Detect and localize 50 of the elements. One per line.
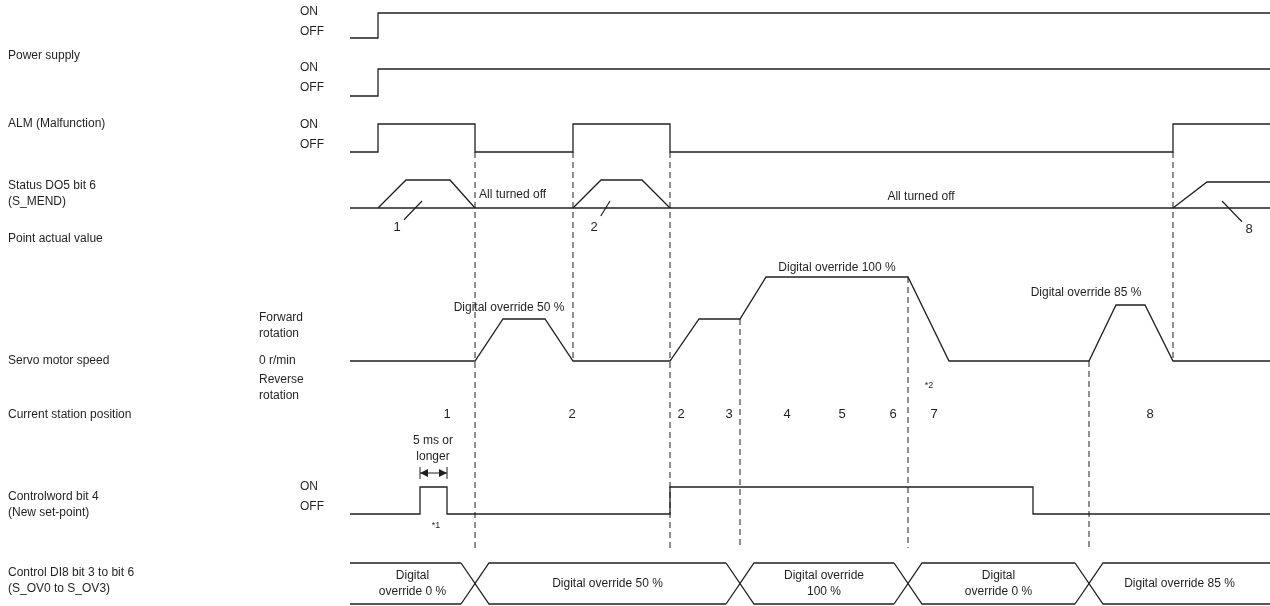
- leader-line: [1221, 200, 1243, 223]
- level-label: ON: [300, 117, 319, 133]
- callout-number: 8: [1244, 220, 1254, 238]
- axis-label: 0 r/min: [259, 353, 297, 369]
- trapezoid-pulse: [377, 179, 476, 209]
- callout-number: 2: [589, 218, 599, 236]
- bus-state-segment: Digital override 0 %: [908, 563, 1089, 604]
- signal-name: Servo motor speed: [8, 353, 111, 369]
- leader-line: [403, 200, 423, 221]
- trapezoid-pulse: [1172, 181, 1270, 209]
- station-number: 2: [568, 405, 576, 423]
- station-number: 1: [443, 405, 451, 423]
- annotation-text: All turned off: [887, 189, 955, 205]
- signal-name: Power supply: [8, 48, 82, 64]
- station-number: 2: [677, 405, 685, 423]
- bus-state-segment: Digital override 0 %: [350, 563, 475, 604]
- trapezoid-pulse: [572, 179, 671, 209]
- level-label: ON: [300, 479, 319, 495]
- footnote-mark: *2: [924, 380, 934, 392]
- station-number: 6: [889, 405, 897, 423]
- signal-name: Control DI8 bit 3 to bit 6 (S_OV0 to S_OV3): [8, 565, 136, 597]
- level-label: OFF: [300, 137, 325, 153]
- leader-line: [600, 200, 611, 217]
- footnote-mark: *1: [431, 520, 441, 532]
- annotation-text: Digital override 50 %: [453, 300, 565, 316]
- signal-name: Point actual value: [8, 231, 104, 247]
- signal-name: Current station position: [8, 407, 133, 423]
- station-number: 5: [838, 405, 846, 423]
- bus-state-segment: Digital override 100 %: [740, 563, 908, 604]
- station-number: 7: [930, 405, 938, 423]
- callout-number: 1: [392, 218, 402, 236]
- station-number: 3: [725, 405, 733, 423]
- axis-label: Reverse rotation: [259, 372, 305, 404]
- signal-name: ALM (Malfunction): [8, 116, 107, 132]
- annotation-text: All turned off: [479, 187, 547, 203]
- bus-state-segment: Digital override 85 %: [1089, 563, 1270, 604]
- level-label: OFF: [300, 24, 325, 40]
- signal-name: Controlword bit 4 (New set-point): [8, 489, 100, 521]
- level-label: OFF: [300, 80, 325, 96]
- level-label: ON: [300, 4, 319, 20]
- station-number: 8: [1146, 405, 1154, 423]
- bus-state-segment: Digital override 50 %: [475, 563, 740, 604]
- annotation-text: Digital override 85 %: [1030, 285, 1142, 301]
- level-label: ON: [300, 60, 319, 76]
- station-number: 4: [783, 405, 791, 423]
- axis-label: Forward rotation: [259, 310, 304, 342]
- dimension-text: 5 ms or longer: [412, 433, 454, 465]
- level-label: OFF: [300, 499, 325, 515]
- signal-name: Status DO5 bit 6 (S_MEND): [8, 178, 98, 210]
- annotation-text: Digital override 100 %: [778, 260, 896, 276]
